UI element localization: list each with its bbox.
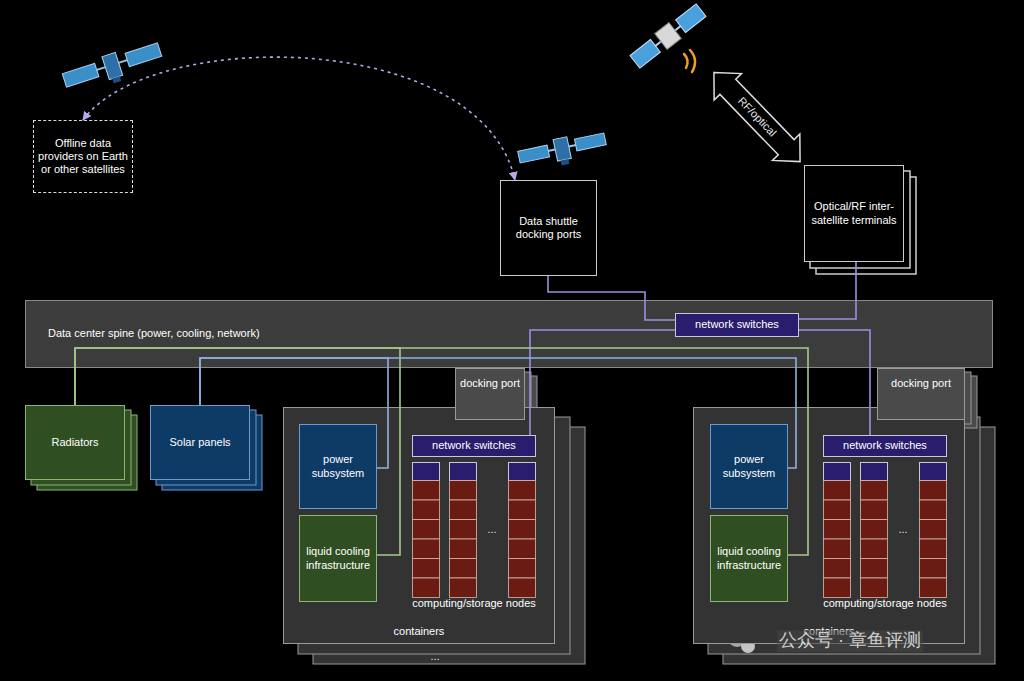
watermark: 公众号 · 章鱼评测 <box>777 630 923 652</box>
connector <box>200 358 388 468</box>
connector <box>799 262 856 319</box>
ellipsis: ... <box>487 523 496 536</box>
container-box: containerspower subsystemliquid cooling … <box>693 407 965 644</box>
node-label: Optical/RF inter-satellite terminals <box>808 200 900 226</box>
switch-box: network switches <box>675 313 799 337</box>
power-box: power subsystem <box>710 424 788 509</box>
satellite-icon <box>517 129 609 174</box>
connector <box>799 330 870 435</box>
node-label: Offline data providers on Earth or other… <box>37 137 129 177</box>
connector <box>548 276 675 320</box>
node-label: network switches <box>843 439 927 452</box>
node-label: computing/storage nodes <box>823 597 947 610</box>
connector <box>530 330 675 435</box>
connector <box>75 348 400 555</box>
ellipsis: ... <box>430 650 439 663</box>
source-box: Offline data providers on Earth or other… <box>33 120 133 193</box>
signal-waves <box>684 50 695 72</box>
node-label: containers <box>394 625 445 638</box>
node-label: Solar panels <box>169 436 230 449</box>
connector <box>200 358 796 468</box>
spine-band: Data center spine (power, cooling, netwo… <box>25 300 993 368</box>
node-label: Data shuttle docking ports <box>504 215 593 241</box>
cooling-box: liquid cooling infrastructure <box>710 515 788 602</box>
compute-group: computing/storage nodes <box>412 462 536 612</box>
node-label: liquid cooling infrastructure <box>713 545 785 571</box>
switch-box: network switches <box>823 435 947 457</box>
compute-group: computing/storage nodes <box>823 462 947 612</box>
node-label: docking port <box>460 377 520 390</box>
node-label: power subsystem <box>303 453 373 479</box>
docking-port: docking port <box>455 368 525 420</box>
radiator-box: Radiators <box>25 405 125 480</box>
ellipsis: ... <box>898 523 907 536</box>
node-label: network switches <box>695 318 779 331</box>
cooling-box: liquid cooling infrastructure <box>299 515 377 602</box>
satellite-icon <box>61 39 165 97</box>
node-label: liquid cooling infrastructure <box>302 545 374 571</box>
container-box: containers power subsystem liquid cooling … <box>283 407 555 644</box>
node-label: power subsystem <box>714 453 784 479</box>
connector <box>75 348 808 555</box>
docking-port: docking port <box>877 368 965 420</box>
node-label: network switches <box>432 439 516 452</box>
node-label: Data center spine (power, cooling, netwo… <box>48 327 260 340</box>
connector <box>83 57 515 180</box>
shuttle-port-box: Data shuttle docking ports <box>500 180 597 276</box>
rack-columns <box>823 462 947 600</box>
rack-columns <box>412 462 536 600</box>
switch-box: network switches <box>412 435 536 457</box>
solar-panel-box: Solar panels <box>150 405 250 480</box>
power-box: power subsystem <box>299 424 377 509</box>
rf-link-arrow <box>700 59 813 175</box>
terminal-box: Optical/RF inter-satellite terminals <box>804 165 904 262</box>
node-label: Radiators <box>51 436 98 449</box>
node-label: computing/storage nodes <box>412 597 536 610</box>
node-label: docking port <box>891 377 951 390</box>
